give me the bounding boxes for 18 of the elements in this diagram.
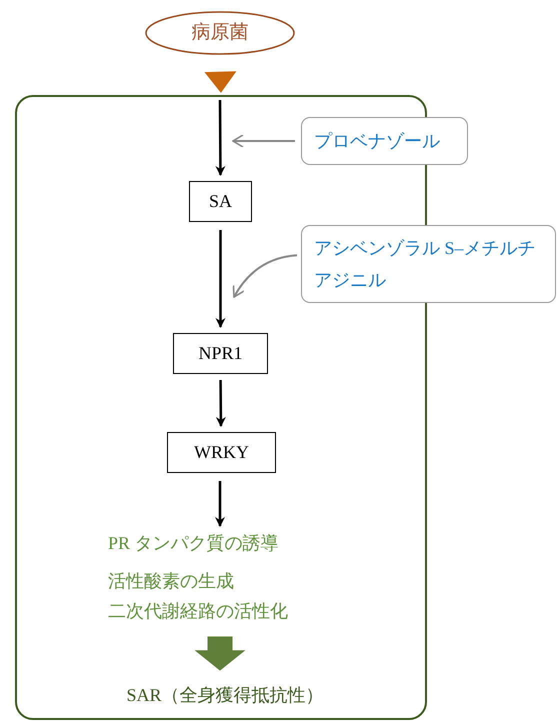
arrow <box>232 134 295 148</box>
process-box: WRKY <box>167 432 276 473</box>
agent-box: アシベンゾラル S–メチルチアジニル <box>301 225 556 303</box>
arrow <box>215 481 225 527</box>
block-arrow <box>194 636 246 671</box>
process-box: SA <box>189 181 252 222</box>
process-box: NPR1 <box>173 333 268 374</box>
arrow <box>216 230 226 328</box>
response-line: 二次代謝経路の活性化 <box>108 600 289 623</box>
agent-box: プロベナゾール <box>301 117 468 165</box>
arrow <box>216 380 226 427</box>
arrow <box>215 100 226 176</box>
node-label: 病原菌 <box>192 20 248 45</box>
result-text: SAR（全身獲得抵抗性） <box>100 678 350 712</box>
response-line: PR タンパク質の誘導 <box>108 532 280 555</box>
response-line: 活性酸素の生成 <box>108 570 235 593</box>
triangle-arrow <box>204 71 236 93</box>
arrow <box>233 254 298 298</box>
